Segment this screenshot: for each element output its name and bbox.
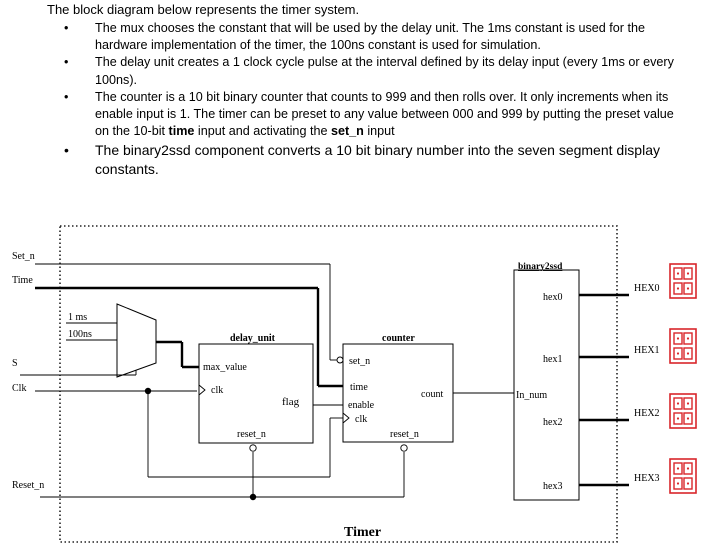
output-hex3-label: HEX3 xyxy=(634,473,660,484)
counter-resetn-label: reset_n xyxy=(390,429,419,440)
bullet-counter-text-1: The counter is a 10 bit binary counter t… xyxy=(95,89,674,139)
bus-wires xyxy=(35,286,629,487)
counter-enable-label: enable xyxy=(348,400,375,411)
delay-maxvalue-label: max_value xyxy=(203,362,247,373)
delay-clk-triangle xyxy=(198,384,206,396)
counter-clk-triangle xyxy=(342,412,350,424)
binary2ssd-hex3-label: hex3 xyxy=(543,481,562,492)
binary2ssd-hex1-label: hex1 xyxy=(543,354,562,365)
timer-system-label: Timer xyxy=(344,525,381,540)
clk-junction xyxy=(144,387,152,395)
delay-unit-title: delay_unit xyxy=(230,333,276,344)
bullet-mux: The mux chooses the constant that will b… xyxy=(62,20,682,54)
input-resetn-label: Reset_n xyxy=(12,480,44,491)
bullet-counter-text-2: input and activating the xyxy=(194,124,331,139)
binary2ssd-hex2-label: hex2 xyxy=(543,417,562,428)
counter-reset-bubble xyxy=(400,444,408,452)
counter-time-label: time xyxy=(350,382,368,393)
bullet-delay-unit: The delay unit creates a 1 clock cycle p… xyxy=(62,54,682,88)
timer-boundary xyxy=(59,225,618,543)
thin-wires xyxy=(20,263,514,498)
mux-1ms-label: 1 ms xyxy=(68,312,87,323)
counter-clk-label: clk xyxy=(355,414,367,425)
bullet-binary2ssd: The binary2ssd component converts a 10 b… xyxy=(62,141,682,178)
delay-flag-label: flag xyxy=(282,396,300,408)
seven-segment-hex1 xyxy=(669,328,697,364)
delay-resetn-label: reset_n xyxy=(237,429,266,440)
delay-unit-block xyxy=(198,343,314,444)
output-hex0-label: HEX0 xyxy=(634,283,660,294)
binary2ssd-hex0-label: hex0 xyxy=(543,292,562,303)
output-hex1-label: HEX1 xyxy=(634,345,660,356)
counter-count-label: count xyxy=(421,389,443,400)
delay-reset-bubble xyxy=(249,444,257,452)
binary2ssd-innum-label: In_num xyxy=(516,390,547,401)
mux-100ns-label: 100ns xyxy=(68,329,92,340)
counter-block xyxy=(342,343,454,443)
input-setn-label: Set_n xyxy=(12,251,35,262)
input-time-label: Time xyxy=(12,275,33,286)
input-s-label: S xyxy=(12,358,18,369)
bullet-counter-setn: set_n xyxy=(330,124,364,139)
seven-segment-hex3 xyxy=(669,458,697,494)
bullet-counter: The counter is a 10 bit binary counter t… xyxy=(62,89,682,141)
seven-segment-hex0 xyxy=(669,263,697,299)
input-clk-label: Clk xyxy=(12,383,26,394)
reset-junction xyxy=(249,493,257,501)
intro-text: The block diagram below represents the t… xyxy=(47,2,360,17)
seven-segment-hex2 xyxy=(669,393,697,429)
binary2ssd-title: binary2ssd xyxy=(518,262,563,272)
bullet-counter-time: time xyxy=(168,124,195,139)
counter-title: counter xyxy=(382,333,415,344)
delay-clk-label: clk xyxy=(211,385,223,396)
mux xyxy=(116,303,157,378)
counter-setn-bubble xyxy=(336,356,344,364)
binary2ssd-block xyxy=(513,269,580,501)
bullet-counter-text-3: input xyxy=(363,124,395,139)
counter-setn-label: set_n xyxy=(349,356,370,367)
bullet-list: The mux chooses the constant that will b… xyxy=(62,20,682,178)
output-hex2-label: HEX2 xyxy=(634,408,660,419)
